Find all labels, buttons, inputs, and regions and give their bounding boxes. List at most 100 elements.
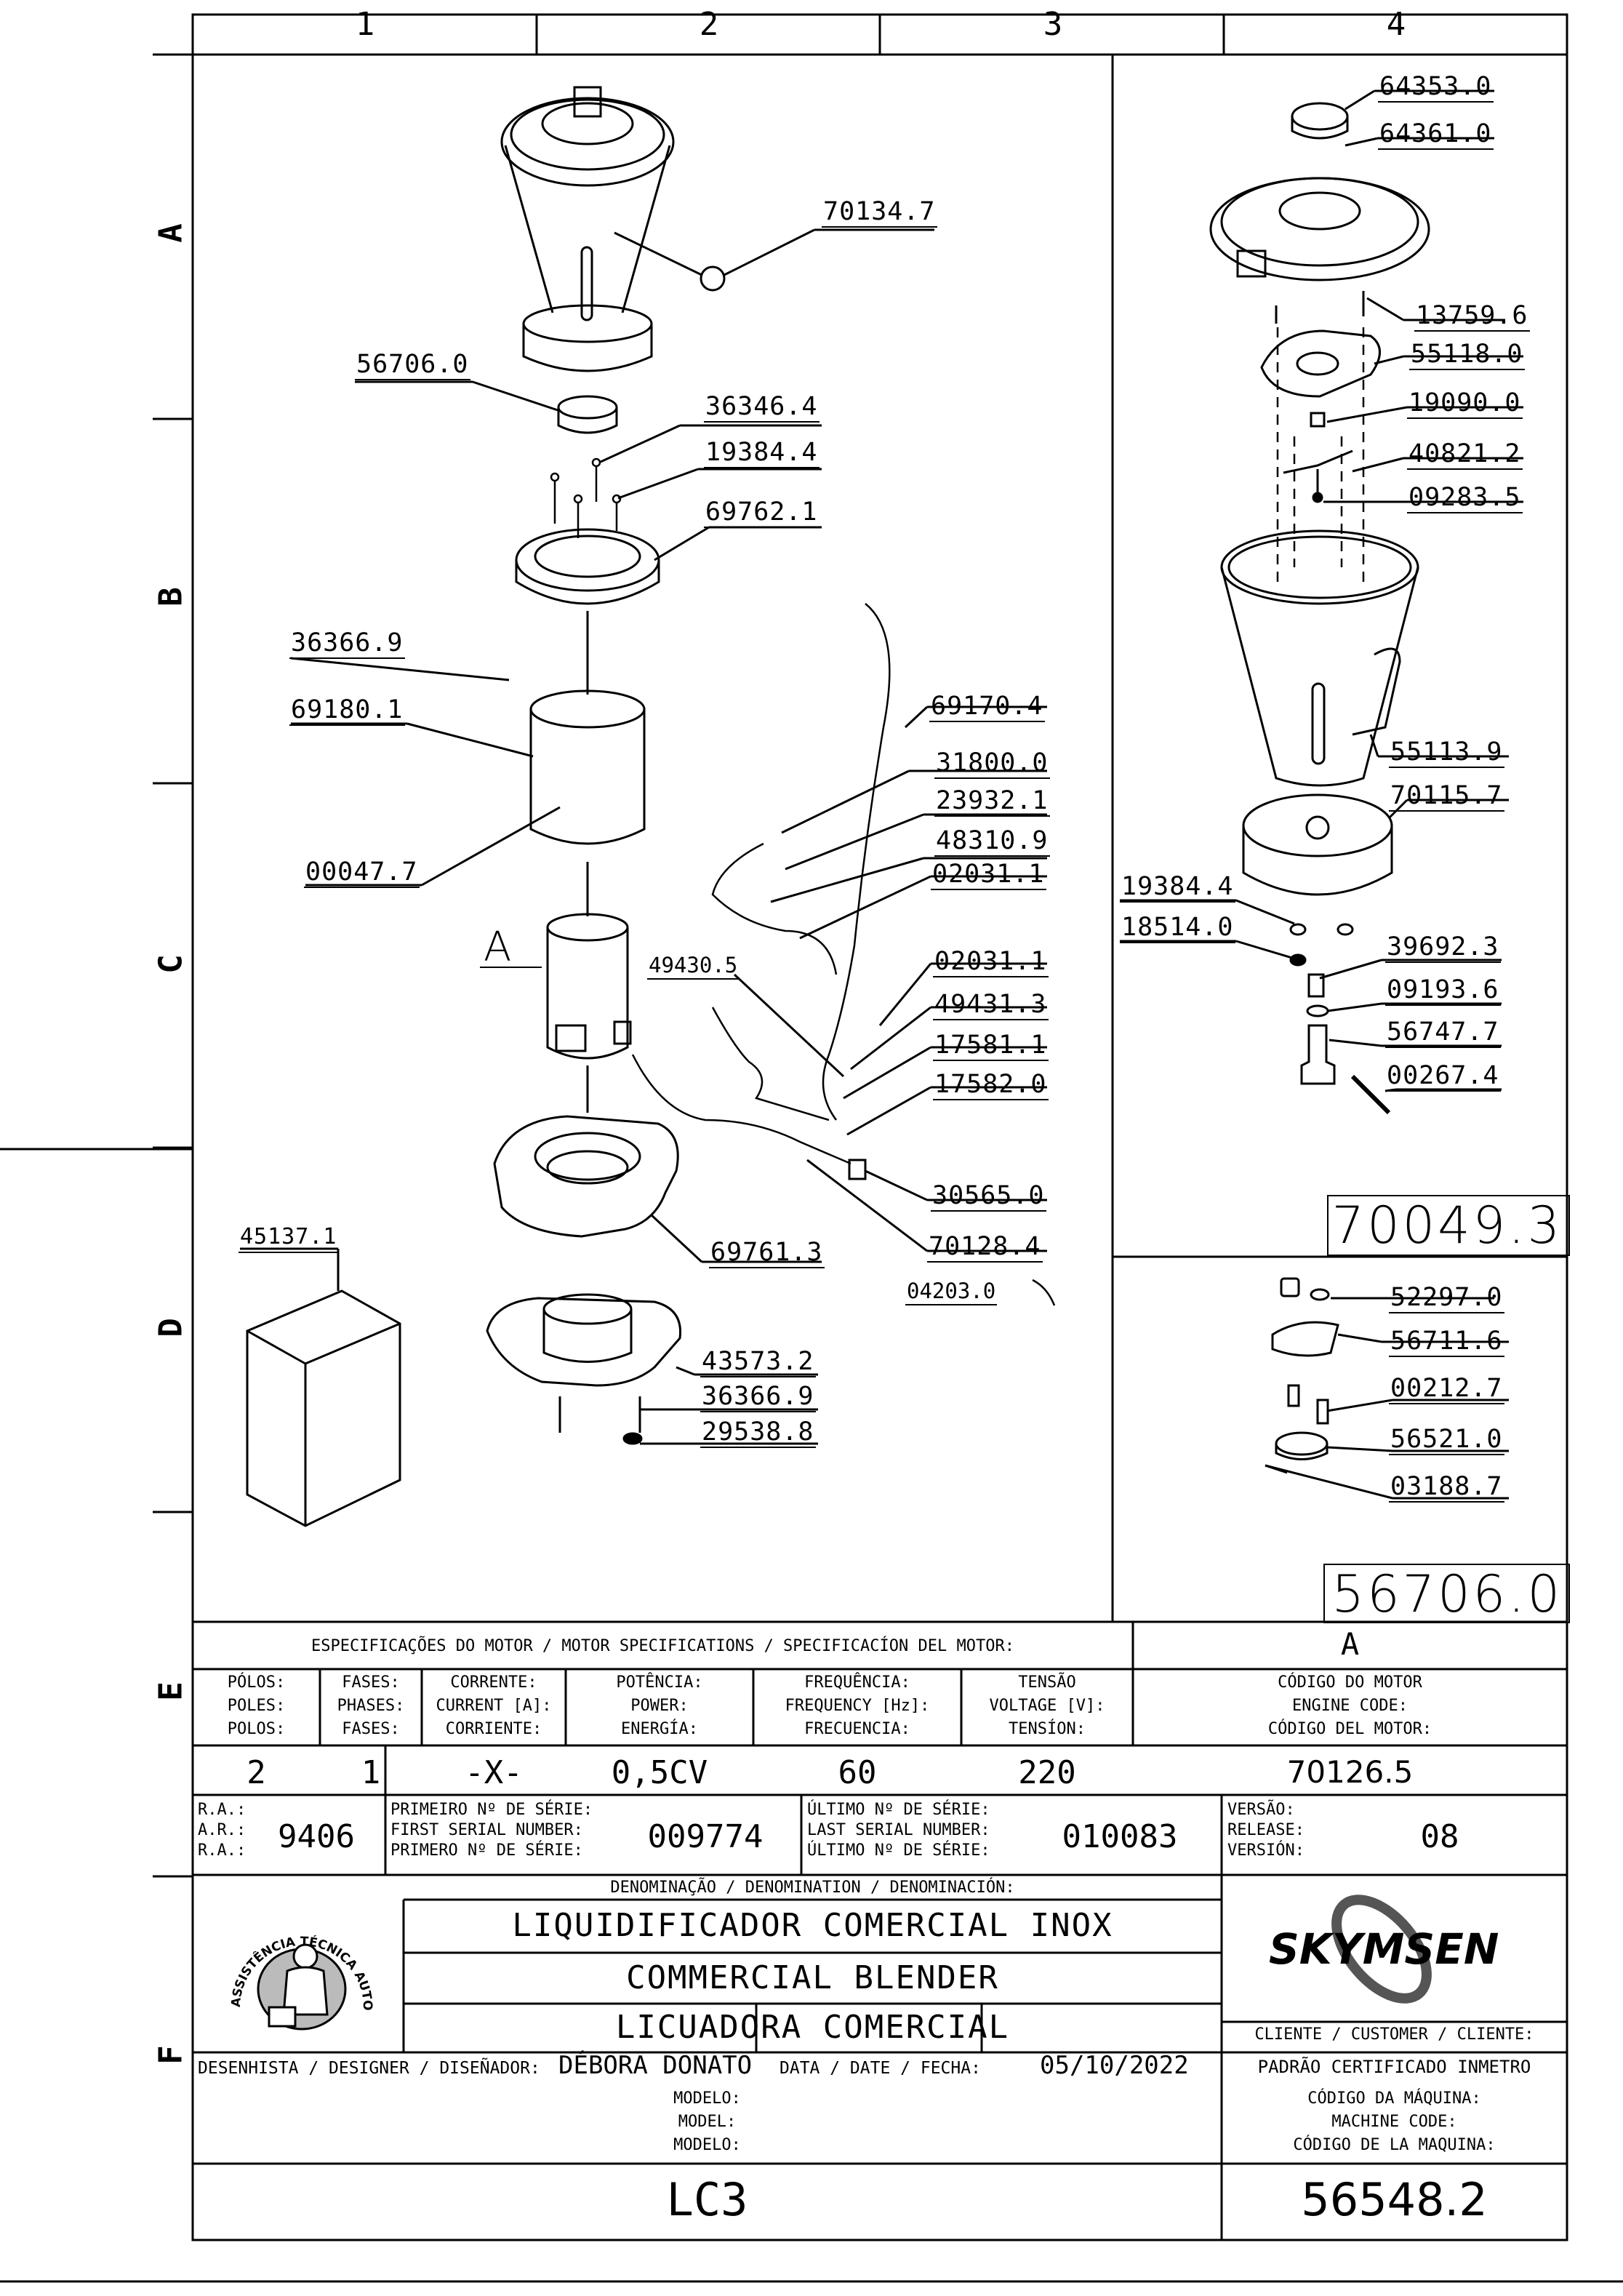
denomination-heading: DENOMINAÇÃO / DENOMINATION / DENOMINACIÓ… (610, 1879, 1015, 1897)
part-label: 69762.1 (704, 497, 819, 528)
grid-row-E: E (152, 1681, 190, 1701)
part-label: 70128.4 (927, 1232, 1043, 1263)
spec-current-value: -X- (465, 1754, 523, 1791)
model-value: LC3 (666, 2173, 748, 2226)
date-value: 05/10/2022 (1040, 2051, 1189, 2080)
part-label: 09283.5 (1407, 483, 1523, 513)
svg-text:SKYMSEN: SKYMSEN (1269, 1924, 1499, 1974)
part-label: 17581.1 (933, 1031, 1049, 1061)
part-label: 04203.0 (905, 1279, 998, 1305)
grid-row-D: D (152, 1318, 190, 1337)
ra-value: 9406 (278, 1818, 355, 1855)
denomination-es: LICUADORA COMERCIAL (615, 2009, 1010, 2046)
part-label: 52297.0 (1389, 1283, 1504, 1313)
part-label: 40821.2 (1407, 439, 1523, 470)
part-label: 36366.9 (289, 628, 405, 659)
part-label: 45137.1 (239, 1223, 339, 1253)
designer-value: DÉBORA DONATO (558, 2051, 753, 2080)
part-label: 13759.6 (1414, 301, 1530, 332)
model-label: MODELO: MODEL: MODELO: (673, 2089, 741, 2154)
assembly-reference-box: 70049.3 (1327, 1195, 1570, 1256)
subassembly-reference-box: 56706.0 (1323, 1564, 1570, 1623)
motor-spec-detail: A (1340, 1626, 1360, 1662)
spec-phases-value: 1 (361, 1754, 381, 1791)
part-label: 30565.0 (931, 1181, 1046, 1212)
part-label: 36346.4 (704, 392, 819, 423)
part-label: 49431.3 (933, 990, 1049, 1020)
part-label: 09193.6 (1385, 975, 1501, 1006)
part-label: 49430.5 (647, 953, 740, 980)
ra-label: R.A.: A.R.: R.A.: (198, 1801, 247, 1860)
part-label: 69180.1 (289, 695, 405, 726)
brand-logo: SKYMSEN (1229, 1884, 1560, 2018)
part-label: 55113.9 (1389, 737, 1504, 768)
seal-icon: ASSISTÊNCIA TÉCNICA AUTORIZADA (218, 1898, 374, 2031)
grid-row-B: B (152, 587, 190, 607)
part-label: 19384.4 (1120, 872, 1235, 903)
part-label: 56747.7 (1385, 1017, 1501, 1048)
version-label: VERSÃO: RELEASE: VERSIÓN: (1227, 1801, 1305, 1860)
grid-row-C: C (152, 954, 190, 974)
detail-callout-A: A (484, 924, 512, 971)
grid-column-4: 4 (1386, 6, 1406, 43)
part-label: 55118.0 (1409, 340, 1525, 370)
spec-voltage-value: 220 (1018, 1754, 1076, 1791)
spec-voltage-label: TENSÃO VOLTAGE [V]: TENSÍON: (989, 1673, 1105, 1738)
part-label: 70134.7 (822, 197, 937, 228)
part-label: 31800.0 (934, 748, 1050, 779)
part-label: 48310.9 (934, 826, 1050, 857)
spec-power-value: 0,5CV (611, 1754, 708, 1791)
part-label: 64353.0 (1378, 72, 1494, 103)
part-label: 18514.0 (1120, 913, 1235, 943)
denomination-en: COMMERCIAL BLENDER (626, 1959, 999, 1996)
part-label: 19090.0 (1407, 388, 1523, 419)
part-label: 36366.9 (700, 1382, 816, 1412)
machine-code-label: CÓDIGO DA MÁQUINA: MACHINE CODE: CÓDIGO … (1293, 2089, 1496, 2154)
spec-engine-code-label: CÓDIGO DO MOTOR ENGINE CODE: CÓDIGO DEL … (1267, 1673, 1432, 1738)
part-label: 56711.6 (1389, 1327, 1504, 1357)
spec-current-label: CORRENTE: CURRENT [A]: CORRIENTE: (436, 1673, 552, 1738)
motor-spec-heading: ESPECIFICAÇÕES DO MOTOR / MOTOR SPECIFIC… (311, 1637, 1014, 1655)
spec-poles-label: PÓLOS: POLES: POLOS: (227, 1673, 286, 1738)
skymsen-logo-icon: SKYMSEN (1269, 1895, 1499, 2004)
part-label: 70115.7 (1389, 781, 1504, 812)
spec-frequency-label: FREQUÊNCIA: FREQUENCY [Hz]: FRECUENCIA: (785, 1673, 930, 1738)
part-label: 39692.3 (1385, 932, 1501, 963)
grid-row-F: F (152, 2045, 190, 2065)
part-label: 02031.1 (931, 860, 1046, 890)
grid-row-A: A (152, 223, 190, 243)
part-label: 56706.0 (355, 350, 470, 380)
part-label: 69170.4 (929, 692, 1045, 722)
spec-phases-label: FASES: PHASES: FASES: (337, 1673, 405, 1738)
inmetro-label: PADRÃO CERTIFICADO INMETRO (1257, 2057, 1531, 2077)
machine-code-value: 56548.2 (1301, 2173, 1488, 2226)
part-label: 19384.4 (704, 438, 819, 468)
denomination-pt: LIQUIDIFICADOR COMERCIAL INOX (512, 1907, 1113, 1944)
part-label: 29538.8 (700, 1417, 816, 1448)
date-label: DATA / DATE / FECHA: (780, 2059, 981, 2078)
part-label: 69761.3 (709, 1238, 825, 1268)
part-label: 00267.4 (1385, 1061, 1501, 1092)
first-serial-label: PRIMEIRO Nº DE SÉRIE: FIRST SERIAL NUMBE… (390, 1801, 593, 1860)
last-serial-label: ÚLTIMO Nº DE SÉRIE: LAST SERIAL NUMBER: … (807, 1801, 990, 1860)
part-label: 00047.7 (304, 857, 420, 888)
grid-column-3: 3 (1043, 6, 1063, 43)
part-label: 00212.7 (1389, 1374, 1504, 1404)
spec-engine-code-value: 70126.5 (1286, 1754, 1414, 1790)
grid-column-1: 1 (355, 6, 375, 43)
authorized-service-seal: ASSISTÊNCIA TÉCNICA AUTORIZADA (218, 1898, 385, 2051)
part-label: 64361.0 (1378, 119, 1494, 150)
client-label: CLIENTE / CUSTOMER / CLIENTE: (1254, 2025, 1534, 2044)
part-label: 17582.0 (933, 1070, 1049, 1100)
designer-label: DESENHISTA / DESIGNER / DISEÑADOR: (198, 2059, 540, 2078)
first-serial-value: 009774 (647, 1818, 764, 1855)
spec-frequency-value: 60 (838, 1754, 877, 1791)
part-label: 02031.1 (933, 947, 1049, 977)
part-label: 43573.2 (700, 1347, 816, 1377)
spec-poles-value: 2 (247, 1754, 266, 1791)
part-label: 56521.0 (1389, 1425, 1504, 1455)
last-serial-value: 010083 (1062, 1818, 1178, 1855)
part-label: 23932.1 (934, 786, 1050, 817)
version-value: 08 (1420, 1818, 1459, 1855)
grid-column-2: 2 (699, 6, 719, 43)
